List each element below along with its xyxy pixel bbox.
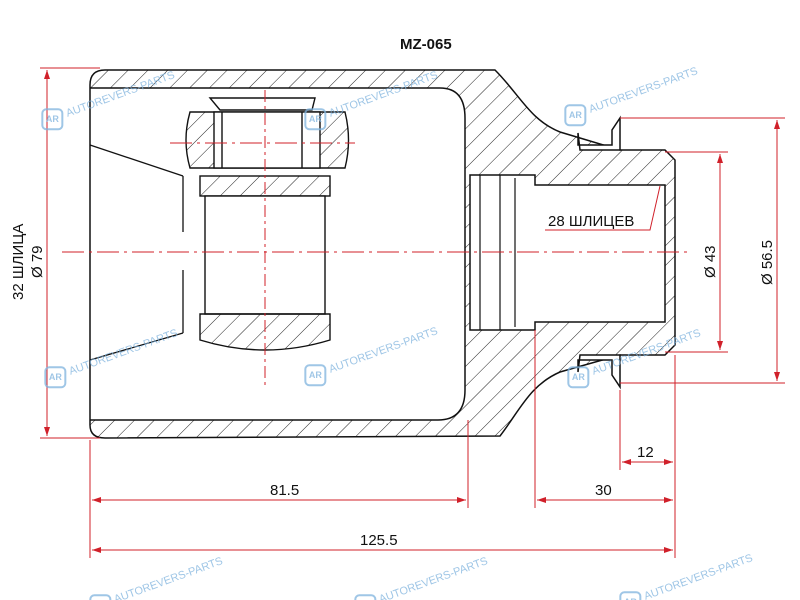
ball bbox=[185, 97, 350, 169]
inner-race bbox=[89, 144, 184, 361]
ar-logo-icon: AR bbox=[564, 104, 587, 127]
dim-30: 30 bbox=[595, 482, 612, 499]
ar-logo-icon: AR bbox=[89, 594, 112, 600]
dim-81-5: 81.5 bbox=[270, 482, 299, 499]
dimension-lines bbox=[40, 67, 785, 558]
dim-125-5: 125.5 bbox=[360, 532, 398, 549]
ar-logo-icon: AR bbox=[41, 108, 64, 131]
dim-12: 12 bbox=[637, 444, 654, 461]
diameter-56-5-label: Ø 56.5 bbox=[759, 240, 776, 285]
ar-logo-icon: AR bbox=[567, 366, 590, 389]
ar-logo-icon: AR bbox=[304, 108, 327, 131]
left-splines-label: 32 ШЛИЦА bbox=[10, 224, 27, 300]
boot-clamp bbox=[577, 115, 621, 390]
center-lines bbox=[62, 90, 690, 385]
diameter-43-label: Ø 43 bbox=[702, 245, 719, 278]
ar-logo-icon: AR bbox=[354, 594, 377, 600]
right-splines-label: 28 ШЛИЦЕВ bbox=[548, 213, 634, 230]
part-number-title: MZ-065 bbox=[400, 36, 452, 53]
ar-logo-icon: AR bbox=[44, 366, 67, 389]
ar-logo-icon: AR bbox=[304, 364, 327, 387]
ar-logo-icon: AR bbox=[619, 591, 642, 600]
housing-section bbox=[89, 69, 676, 439]
left-diameter-label: Ø 79 bbox=[29, 245, 46, 278]
